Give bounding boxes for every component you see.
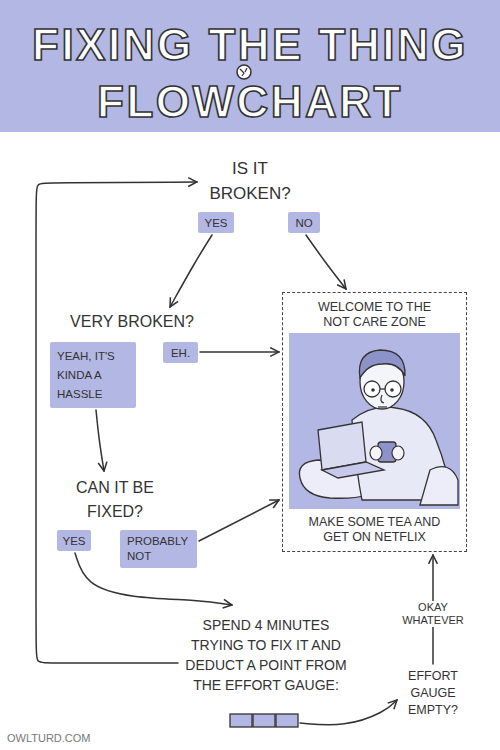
ball-crack <box>240 68 247 76</box>
question-text: IS IT BROKEN? <box>200 154 300 208</box>
node-text: YES <box>204 216 227 230</box>
title-text: FIXING THE THING FLOWCHART <box>20 16 480 130</box>
answer-chip: EH. <box>163 342 198 363</box>
flow-arrow <box>199 500 279 541</box>
edge-label: OKAY WHATEVER <box>398 601 468 627</box>
answer-chip: YES <box>198 212 234 233</box>
answer-chip: YES <box>57 530 91 551</box>
node-text: CAN IT BE FIXED? <box>58 476 172 524</box>
cushion <box>420 467 458 505</box>
process-text: SPEND 4 MINUTES TRYING TO FIX IT AND DED… <box>180 608 352 721</box>
header-band <box>0 0 500 132</box>
flow-arrow <box>200 351 279 353</box>
node-text: VERY BROKEN? <box>70 311 194 333</box>
flow-arrow <box>306 235 346 289</box>
answer-chip: NO <box>288 212 320 233</box>
pupil <box>371 388 375 392</box>
node-text: EH. <box>171 346 190 360</box>
nose <box>381 395 384 403</box>
glasses-lens <box>364 381 380 397</box>
laptop-base <box>322 462 384 478</box>
scene-panel <box>289 333 460 509</box>
not-care-zone: WELCOME TO THE NOT CARE ZONE MAKE SOME TE… <box>282 292 467 552</box>
flow-arrow <box>432 555 434 664</box>
node-text: PROBABLY NOT <box>127 534 190 564</box>
question-text: CAN IT BE FIXED? <box>58 474 172 526</box>
flow-arrow <box>300 700 397 725</box>
node-text: WELCOME TO THE NOT CARE ZONE <box>310 300 440 330</box>
broken-ball-icon <box>237 65 251 79</box>
glasses-lens <box>385 381 401 397</box>
tea-netflix-illustration <box>289 333 460 509</box>
flow-arrow <box>36 182 197 663</box>
answer-chip: YEAH, IT'S KINDA A HASSLE <box>50 342 136 408</box>
hand <box>392 446 404 460</box>
flow-arrow <box>96 410 104 471</box>
question-text: VERY BROKEN? <box>62 310 202 334</box>
gauge-cell <box>230 714 252 727</box>
watermark-text: OWLTURD.COM <box>7 732 147 745</box>
question-text: EFFORT GAUGE EMPTY? <box>400 666 466 720</box>
glasses-bridge <box>380 388 385 389</box>
mouth <box>378 406 387 407</box>
node-text: YES <box>62 534 85 548</box>
node-text: IS IT BROKEN? <box>200 156 300 206</box>
answer-chip: PROBABLY NOT <box>120 530 197 568</box>
node-text: NO <box>295 216 312 230</box>
pupil <box>390 388 394 392</box>
node-text: EFFORT GAUGE EMPTY? <box>400 668 466 719</box>
effort-gauge <box>230 714 298 727</box>
hand <box>370 446 382 460</box>
flow-arrow <box>170 235 212 307</box>
node-text: YEAH, IT'S KINDA A HASSLE <box>57 347 129 404</box>
flow-arrow <box>75 553 232 605</box>
node-text: SPEND 4 MINUTES TRYING TO FIX IT AND DED… <box>180 615 352 695</box>
node-text: MAKE SOME TEA AND GET ON NETFLIX <box>300 515 450 545</box>
gauge-cell <box>253 714 275 727</box>
gauge-cell <box>276 714 298 727</box>
hair <box>359 350 405 378</box>
